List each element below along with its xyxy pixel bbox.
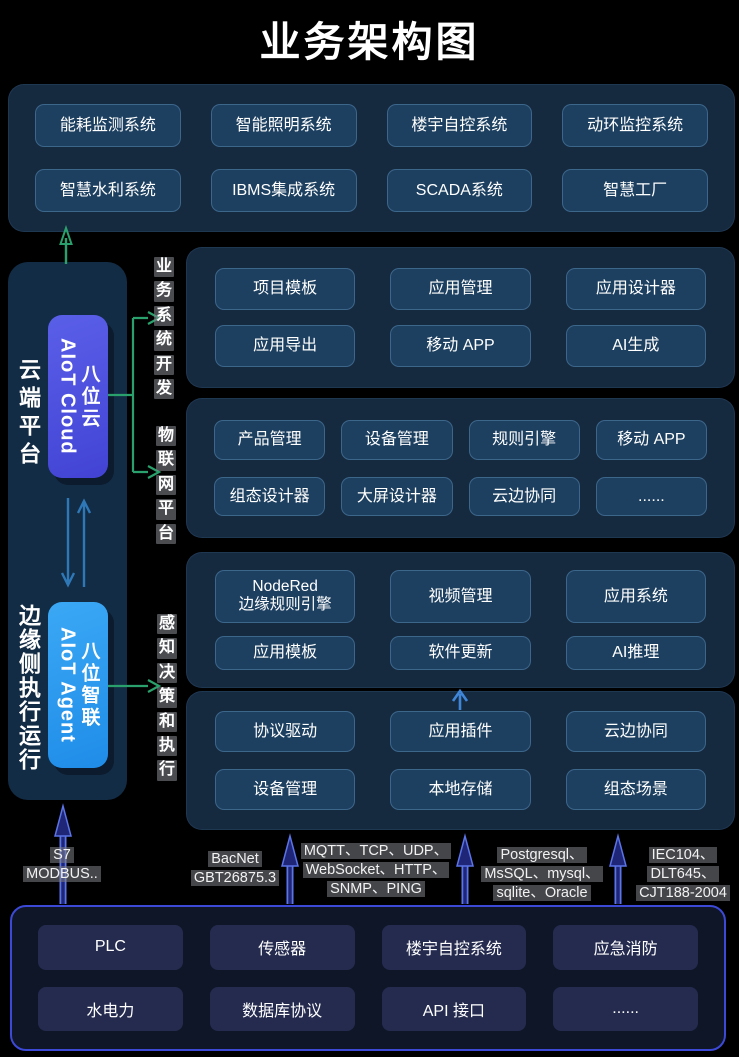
- system-node: 智慧工厂: [562, 169, 708, 212]
- protocol-label-iec: IEC104、 DLT645、 CJT188-2004: [628, 846, 738, 903]
- system-node: 动环监控系统: [562, 104, 708, 147]
- feature-node: AI生成: [565, 325, 706, 367]
- feature-node: AI推理: [565, 635, 706, 670]
- feature-node: 应用系统: [565, 570, 706, 623]
- protocol-label-database: Postgresql、 MsSQL、mysql、 sqlite、Oracle: [476, 846, 608, 903]
- cloud-edge-column: 云端平台 AIoT Cloud 八位云 边缘侧执行运行 AIoT Agent 八…: [8, 262, 127, 800]
- feature-node: 应用插件: [390, 711, 531, 752]
- arrow-devices-to-edge-icon: [456, 833, 474, 904]
- feature-node: 视频管理: [390, 570, 531, 623]
- feature-node: 协议驱动: [215, 711, 356, 752]
- page-title: 业务架构图: [259, 19, 480, 65]
- iot-platform-label: 物联网平台: [156, 424, 177, 546]
- protocol-label-mqtt: MQTT、TCP、UDP、 WebSocket、HTTP、 SNMP、PING: [300, 842, 452, 899]
- perception-label: 感知决策和执行: [157, 612, 178, 783]
- cloud-platform-label: 云端平台: [16, 358, 41, 470]
- feature-node: 应用设计器: [565, 268, 706, 310]
- system-node: 智慧水利系统: [35, 169, 181, 212]
- device-node: 传感器: [209, 925, 355, 970]
- aiot-agent-box: AIoT Agent 八位智联: [48, 602, 108, 768]
- feature-node: 大屏设计器: [341, 476, 453, 516]
- system-node: 智能照明系统: [210, 104, 357, 147]
- feature-node: 软件更新: [390, 635, 531, 670]
- device-node: PLC: [38, 925, 183, 970]
- device-node: ......: [553, 986, 698, 1031]
- feature-node: 应用模板: [215, 635, 356, 670]
- system-node: SCADA系统: [386, 169, 533, 212]
- feature-node: 云边协同: [565, 711, 706, 752]
- device-node: 水电力: [38, 986, 183, 1031]
- device-layer-panel: PLC 传感器 楼宇自控系统 应急消防 水电力 数据库协议 API 接口 ...…: [10, 905, 726, 1051]
- edge-platform-label: 边缘侧执行运行: [16, 604, 41, 772]
- edge-upper-panel: NodeRed 边缘规则引擎 视频管理 应用系统 应用模板 软件更新 AI推理: [186, 552, 735, 688]
- arrow-devices-to-edge-icon: [609, 833, 627, 904]
- feature-node: 组态场景: [565, 769, 706, 810]
- protocol-label-bacnet: BacNet GBT26875.3: [183, 850, 287, 888]
- feature-node: 产品管理: [214, 420, 326, 460]
- aiot-cloud-box: AIoT Cloud 八位云: [48, 315, 108, 478]
- arrow-cloud-to-systems-icon: [59, 224, 73, 264]
- aiot-cloud-name: AIoT Cloud: [56, 338, 79, 455]
- system-node: 楼宇自控系统: [386, 104, 533, 147]
- feature-node: 移动 APP: [390, 325, 531, 367]
- business-dev-panel: 项目模板 应用管理 应用设计器 应用导出 移动 APP AI生成: [186, 247, 735, 388]
- protocol-label-plc: S7 MODBUS..: [12, 846, 112, 884]
- feature-node: 组态设计器: [214, 476, 326, 516]
- feature-node: 设备管理: [341, 420, 453, 460]
- business-dev-label: 业务系统开发: [154, 255, 175, 401]
- feature-node: 设备管理: [215, 769, 356, 810]
- system-node: IBMS集成系统: [210, 169, 357, 212]
- feature-node: 本地存储: [390, 769, 531, 810]
- top-systems-panel: 能耗监测系统 智能照明系统 楼宇自控系统 动环监控系统 智慧水利系统 IBMS集…: [8, 84, 735, 232]
- feature-node: 项目模板: [215, 268, 356, 310]
- device-node: 应急消防: [553, 925, 698, 970]
- system-node: 能耗监测系统: [35, 104, 181, 147]
- feature-node: 移动 APP: [595, 420, 707, 460]
- aiot-agent-brand: 八位智联: [78, 641, 100, 729]
- iot-platform-panel: 产品管理 设备管理 规则引擎 移动 APP 组态设计器 大屏设计器 云边协同 .…: [186, 398, 735, 538]
- device-node: 楼宇自控系统: [381, 925, 527, 970]
- device-node: 数据库协议: [209, 986, 355, 1031]
- feature-node: 应用管理: [390, 268, 531, 310]
- aiot-agent-name: AIoT Agent: [56, 627, 79, 743]
- feature-node: NodeRed 边缘规则引擎: [215, 570, 356, 623]
- feature-node: ......: [595, 476, 707, 516]
- aiot-cloud-brand: 八位云: [78, 363, 100, 430]
- feature-node: 应用导出: [215, 325, 356, 367]
- edge-lower-panel: 协议驱动 应用插件 云边协同 设备管理 本地存储 组态场景: [186, 691, 735, 830]
- feature-node: 规则引擎: [468, 420, 580, 460]
- device-node: API 接口: [381, 986, 527, 1031]
- feature-node: 云边协同: [468, 476, 580, 516]
